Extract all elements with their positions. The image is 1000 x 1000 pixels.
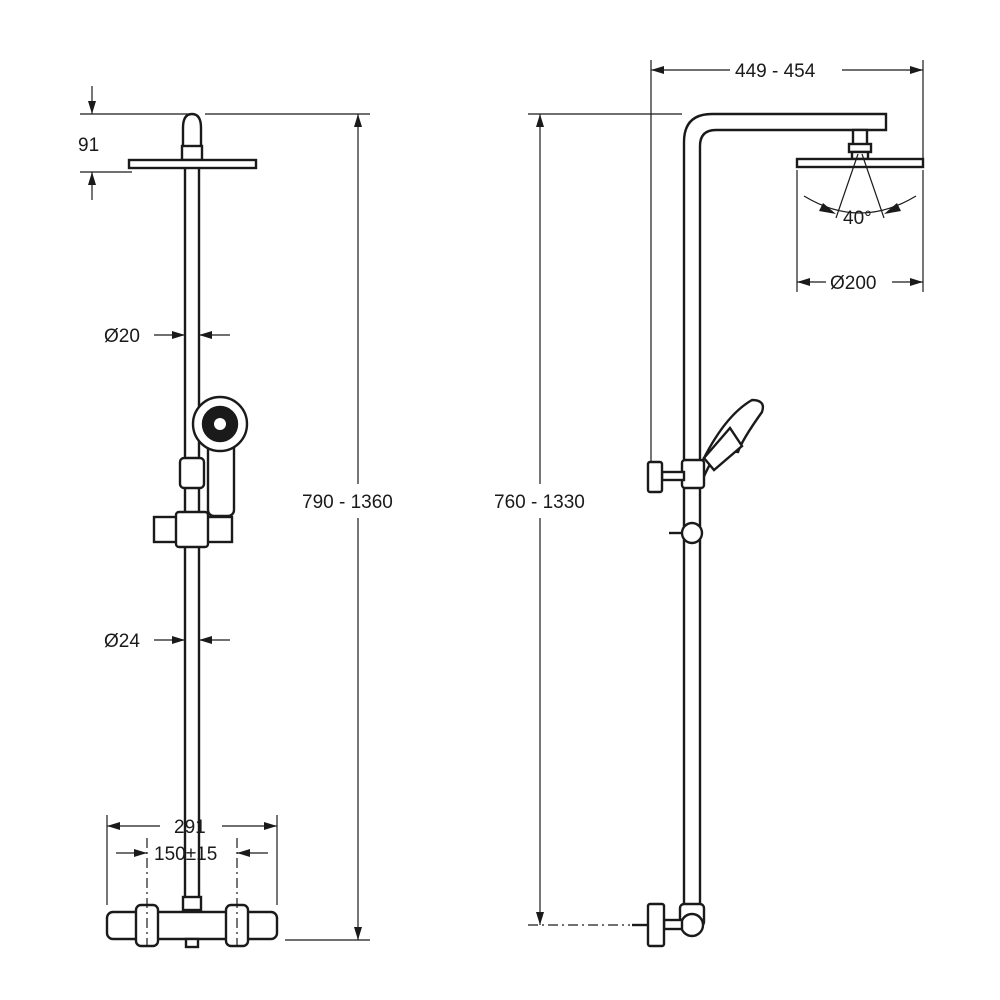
dim-shower-head-height: 91 xyxy=(78,86,190,200)
label-inlet-spacing: 150±15 xyxy=(154,844,217,865)
dim-arm-projection: 449 - 454 xyxy=(650,60,924,470)
dim-total-height: 790 - 1360 xyxy=(205,113,393,941)
label-arm-projection: 449 - 454 xyxy=(735,61,816,82)
dim-head-diameter: Ø200 xyxy=(796,170,924,294)
label-mixer-width: 291 xyxy=(174,817,206,838)
dim-mixer-width: 291 xyxy=(106,815,278,905)
dim-inlet-spacing: 150±15 xyxy=(116,844,268,865)
side-riser-and-arm xyxy=(682,112,888,905)
side-adjuster-knob xyxy=(669,521,704,545)
label-head-diameter: Ø200 xyxy=(830,273,876,294)
front-view: 91 Ø20 Ø24 790 - 1360 xyxy=(78,86,393,949)
side-hand-shower xyxy=(698,398,765,487)
dim-riser-height: 760 - 1330 xyxy=(494,113,682,926)
label-total-height: 790 - 1360 xyxy=(302,492,393,513)
side-mixer-connection xyxy=(632,902,706,948)
front-shower-head xyxy=(127,112,258,170)
label-shower-head-height: 91 xyxy=(78,135,99,156)
side-view: 40° Ø200 449 - 454 xyxy=(494,60,925,948)
side-spray-angle: 40° xyxy=(803,153,917,229)
dim-lower-pipe-diameter: Ø24 xyxy=(104,631,230,652)
label-upper-pipe-diameter: Ø20 xyxy=(104,326,140,347)
front-slider-holder xyxy=(152,456,234,549)
side-holder xyxy=(646,458,706,494)
label-riser-height: 760 - 1330 xyxy=(494,492,585,513)
dim-upper-pipe-diameter: Ø20 xyxy=(104,326,230,347)
front-thermostatic-mixer xyxy=(105,895,279,949)
front-hand-shower xyxy=(191,395,249,518)
label-lower-pipe-diameter: Ø24 xyxy=(104,631,140,652)
label-spray-angle: 40° xyxy=(843,208,872,229)
side-shower-head xyxy=(795,128,925,169)
